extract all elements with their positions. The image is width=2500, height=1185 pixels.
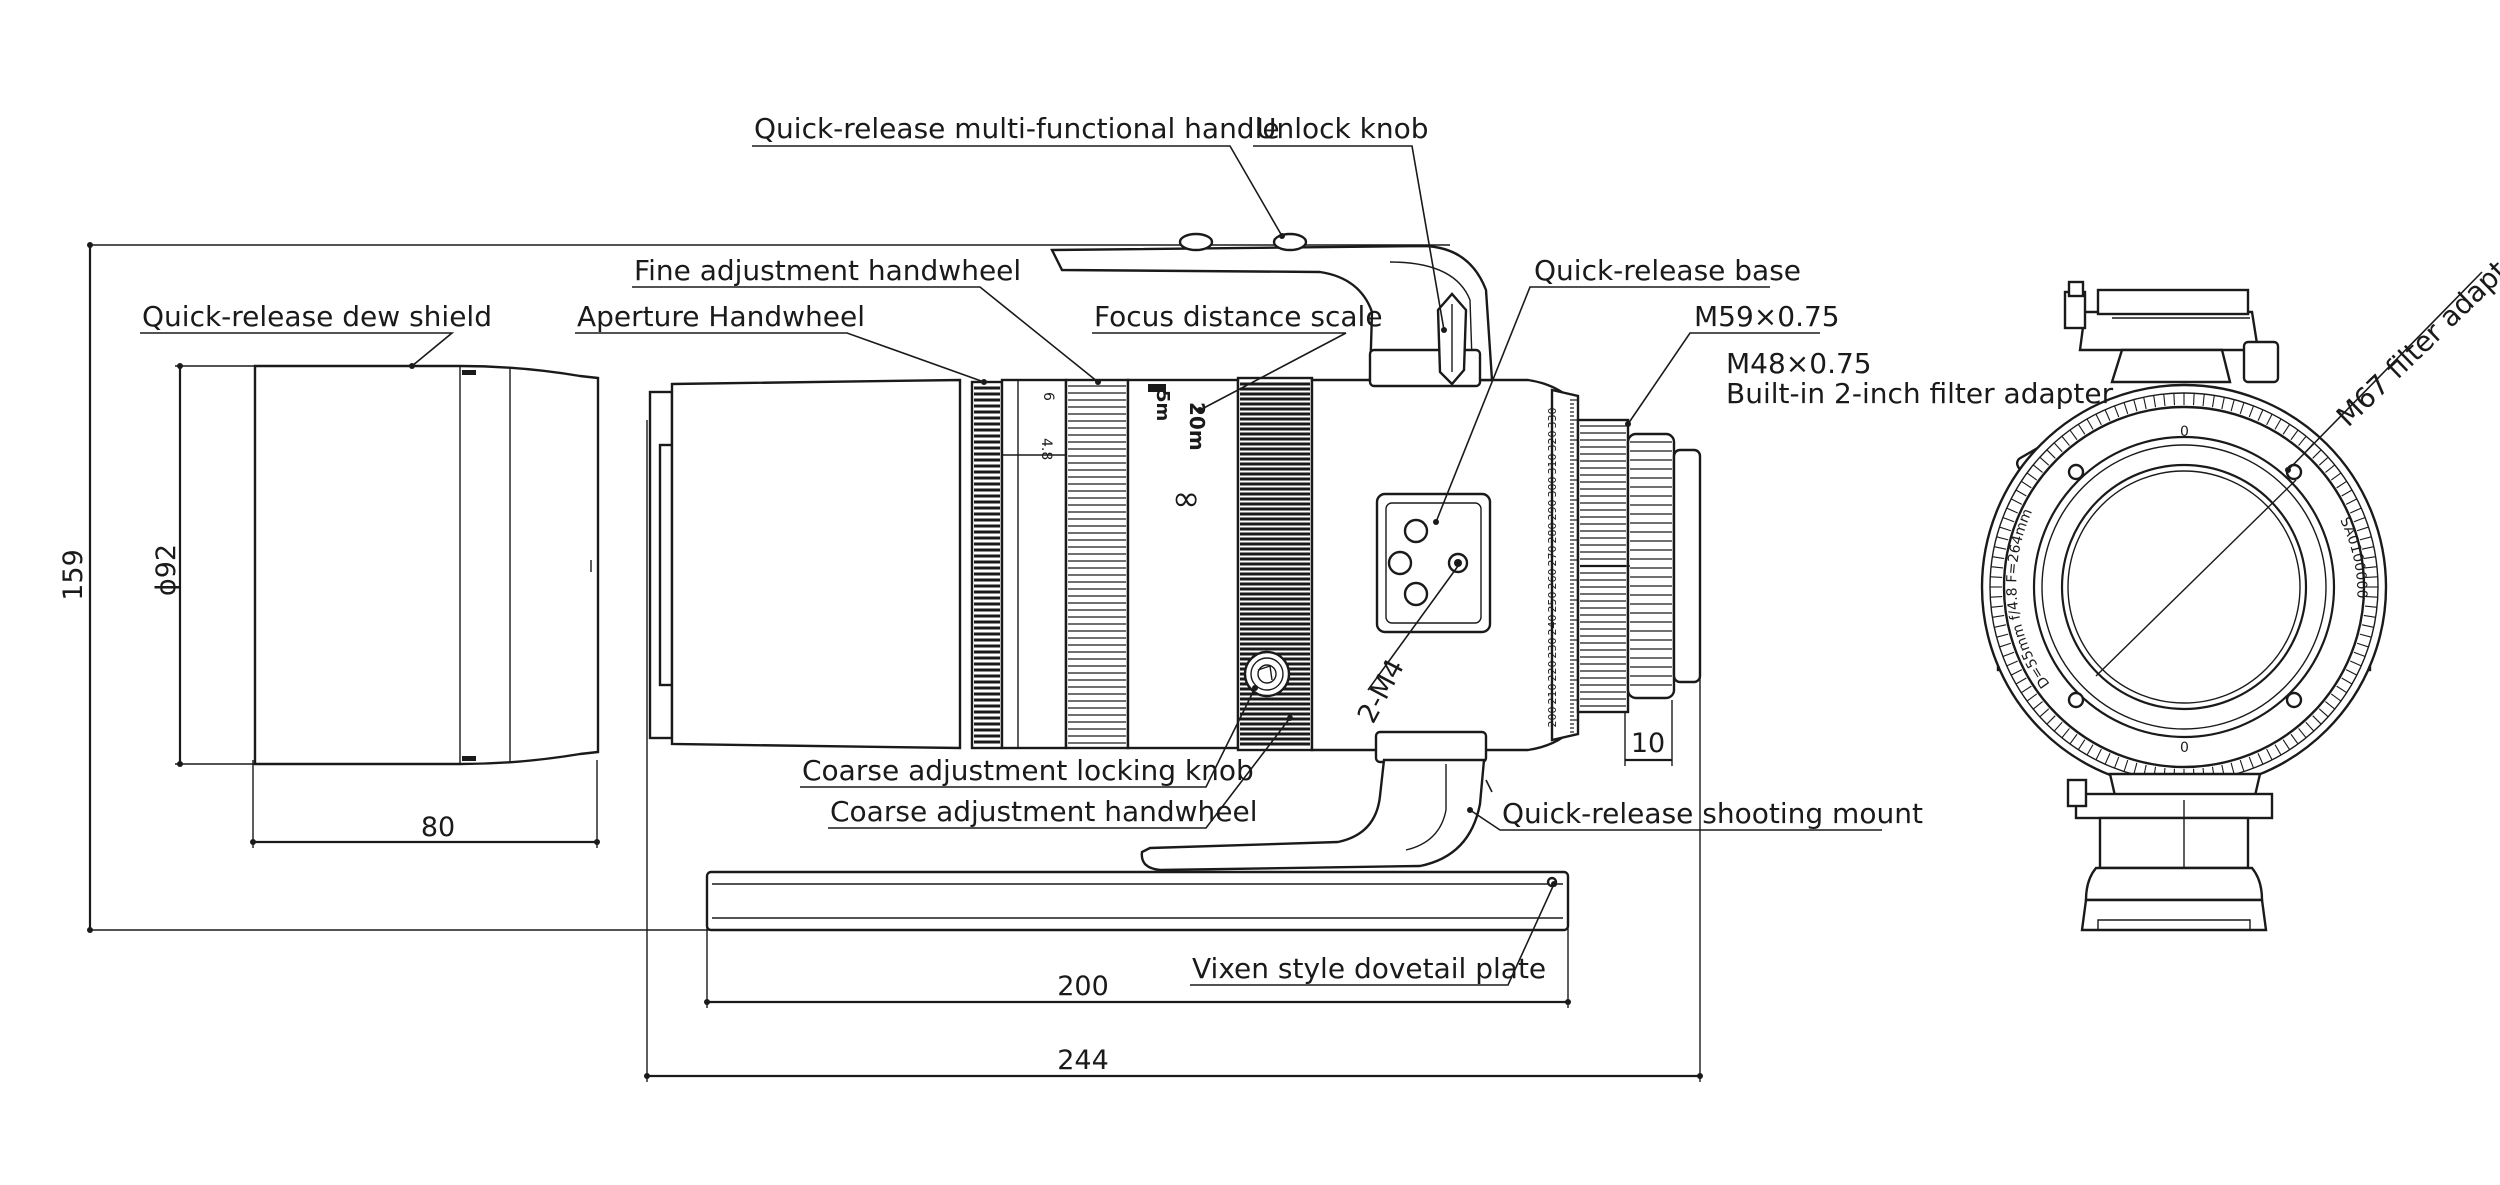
unlock-knob[interactable]: [1436, 292, 1468, 386]
fine-adjustment-handwheel[interactable]: [1064, 378, 1130, 750]
rear-scale-number: 220: [1546, 661, 1559, 682]
diameter-value: ϕ92: [151, 544, 182, 596]
aperture-mark-48: 4.8: [1038, 438, 1054, 460]
label-m67-filter: M67 filter adapter: [2330, 234, 2500, 433]
rear-scale-number: 270: [1546, 546, 1559, 567]
label-quick-release-base: Quick-release base: [1534, 254, 1801, 287]
back-thread-value: 10: [1631, 728, 1665, 759]
overall-length-value: 244: [1057, 1045, 1109, 1076]
label-quick-release-dew-shield: Quick-release dew shield: [142, 300, 492, 333]
label-coarse-locking-knob: Coarse adjustment locking knob: [802, 754, 1254, 787]
label-dovetail-plate: Vixen style dovetail plate: [1192, 952, 1546, 985]
infinity-mark: ∞: [1172, 479, 1200, 519]
leader-lines: [140, 145, 2483, 986]
dimension-back-thread: 10: [1624, 700, 1673, 766]
dimension-dew-shield-length: 80: [250, 760, 600, 848]
distance-mark-5m: 5m: [1152, 390, 1173, 421]
label-m48: M48×0.75: [1726, 347, 1872, 380]
label-unlock-knob: Unlock knob: [1256, 112, 1429, 145]
rear-scale-number: 230: [1546, 638, 1559, 659]
dovetail-length-value: 200: [1057, 971, 1109, 1002]
dew-shield: [253, 364, 600, 766]
rear-scale-number: 250: [1546, 592, 1559, 613]
dew-shield-length-value: 80: [421, 812, 455, 843]
label-coarse-handwheel: Coarse adjustment handwheel: [830, 795, 1258, 828]
dimension-overall-length: 244: [644, 420, 1703, 1082]
label-aperture-handwheel: Aperture Handwheel: [577, 300, 865, 333]
front-ring-zero-top: 0: [2180, 424, 2189, 440]
rear-scale-number: 290: [1546, 500, 1559, 521]
dimension-dew-shield-diameter: ϕ92: [151, 363, 255, 767]
rear-scale-number: 200: [1546, 707, 1559, 728]
label-focus-distance-scale: Focus distance scale: [1094, 300, 1383, 333]
dimension-dovetail-length: 200: [704, 925, 1571, 1008]
quick-release-plate: [1375, 492, 1492, 634]
rear-scale-number: 280: [1546, 523, 1559, 544]
rear-scale-number: 210: [1546, 684, 1559, 705]
rear-scale-number: 310: [1546, 454, 1559, 475]
aperture-mark-6: 6: [1040, 392, 1056, 401]
height-value: 159: [58, 549, 89, 601]
front-ring-zero-bottom: 0: [2180, 740, 2189, 756]
distance-mark-20m: 20m: [1185, 402, 1209, 451]
rear-scale-number: 300: [1546, 477, 1559, 498]
telescope-tube: 6 4.8 5m 20m ∞: [648, 376, 1702, 752]
label-builtin-filter: Built-in 2-inch filter adapter: [1726, 377, 2114, 410]
rear-scale-number: 260: [1546, 569, 1559, 590]
rear-scale-number: 240: [1546, 615, 1559, 636]
front-view: 0 0 D=55mm f/4.8 F=264mm SA0100000: [1980, 280, 2388, 932]
label-fine-adjustment-handwheel: Fine adjustment handwheel: [634, 254, 1021, 287]
rear-scale-number: 330: [1546, 408, 1559, 429]
label-quick-release-handle: Quick-release multi-functional handle: [754, 112, 1280, 145]
rear-scale-number: 320: [1546, 431, 1559, 452]
aperture-handwheel[interactable]: [970, 380, 1004, 750]
coarse-locking-knob[interactable]: [1243, 650, 1291, 698]
label-shooting-mount: Quick-release shooting mount: [1502, 797, 1923, 830]
label-m59: M59×0.75: [1694, 300, 1840, 333]
vixen-dovetail-plate: [705, 870, 1570, 932]
quick-release-shooting-mount[interactable]: [1140, 730, 1488, 872]
